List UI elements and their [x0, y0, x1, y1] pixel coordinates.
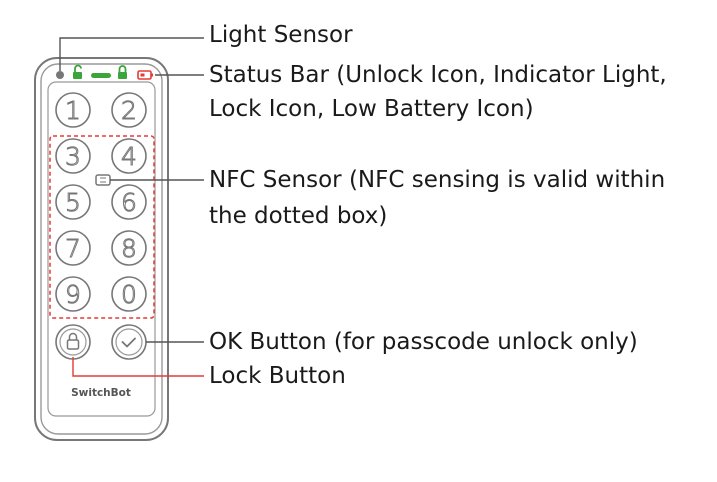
- key-ring: [55, 138, 91, 174]
- leader-light-sensor: [59, 37, 204, 71]
- key-5[interactable]: 5: [55, 184, 91, 220]
- nfc-sensor-label-line2: the dotted box): [209, 203, 388, 229]
- key-ring: [55, 92, 91, 128]
- key-0[interactable]: 0: [111, 276, 147, 312]
- ok-button-label: OK Button (for passcode unlock only): [209, 329, 638, 355]
- light-sensor-label: Light Sensor: [209, 22, 353, 48]
- lock-button-label: Lock Button: [209, 363, 346, 389]
- lock-icon: [118, 65, 127, 79]
- key-label: 4: [121, 142, 137, 171]
- key-3[interactable]: 3: [55, 138, 91, 174]
- brand-logo: SwitchBot: [71, 387, 131, 399]
- nfc-sensing-area: [49, 135, 155, 319]
- indicator-light: [91, 73, 111, 78]
- check-icon: [121, 337, 136, 348]
- key-1[interactable]: 1: [55, 92, 91, 128]
- key-label: 7: [65, 234, 81, 263]
- nfc-sensor-label-line1: NFC Sensor (NFC sensing is valid within: [209, 167, 666, 193]
- leader-lock-button: [72, 357, 204, 377]
- number-keys: 1 2 3 4 5 6 7 8 9 0: [55, 92, 147, 312]
- key-2[interactable]: 2: [111, 92, 147, 128]
- key-ring: [111, 138, 147, 174]
- key-9[interactable]: 9: [55, 276, 91, 312]
- light-sensor: [56, 71, 64, 79]
- key-label: 5: [65, 188, 81, 217]
- low-battery-icon: [137, 70, 153, 80]
- keypad-outer-shell: [34, 57, 169, 441]
- key-ring: [111, 92, 147, 128]
- key-6[interactable]: 6: [111, 184, 147, 220]
- key-ring: [111, 276, 147, 312]
- status-bar: [56, 64, 153, 80]
- key-label: 9: [65, 280, 81, 309]
- status-bar-label-line1: Status Bar (Unlock Icon, Indicator Light…: [209, 62, 667, 88]
- key-label: 2: [121, 96, 137, 125]
- key-ring: [55, 276, 91, 312]
- key-label: 1: [65, 96, 81, 125]
- key-4[interactable]: 4: [111, 138, 147, 174]
- key-ring: [55, 184, 91, 220]
- lock-button[interactable]: [55, 324, 91, 360]
- status-bar-label-line2: Lock Icon, Low Battery Icon): [209, 96, 534, 122]
- key-label: 8: [121, 234, 137, 263]
- key-label: 6: [121, 188, 137, 217]
- key-label: 0: [121, 280, 137, 309]
- ok-button[interactable]: [111, 324, 147, 360]
- key-label: 3: [65, 142, 81, 171]
- leader-lines: [59, 37, 204, 377]
- lock-icon: [66, 332, 80, 350]
- nfc-icon: [95, 174, 111, 186]
- keypad-face-panel: [47, 81, 156, 417]
- key-ring: [111, 230, 147, 266]
- key-7[interactable]: 7: [55, 230, 91, 266]
- unlock-icon: [73, 64, 82, 79]
- key-ring: [111, 184, 147, 220]
- key-ring: [55, 230, 91, 266]
- keypad-inner-shell: [40, 63, 163, 435]
- key-8[interactable]: 8: [111, 230, 147, 266]
